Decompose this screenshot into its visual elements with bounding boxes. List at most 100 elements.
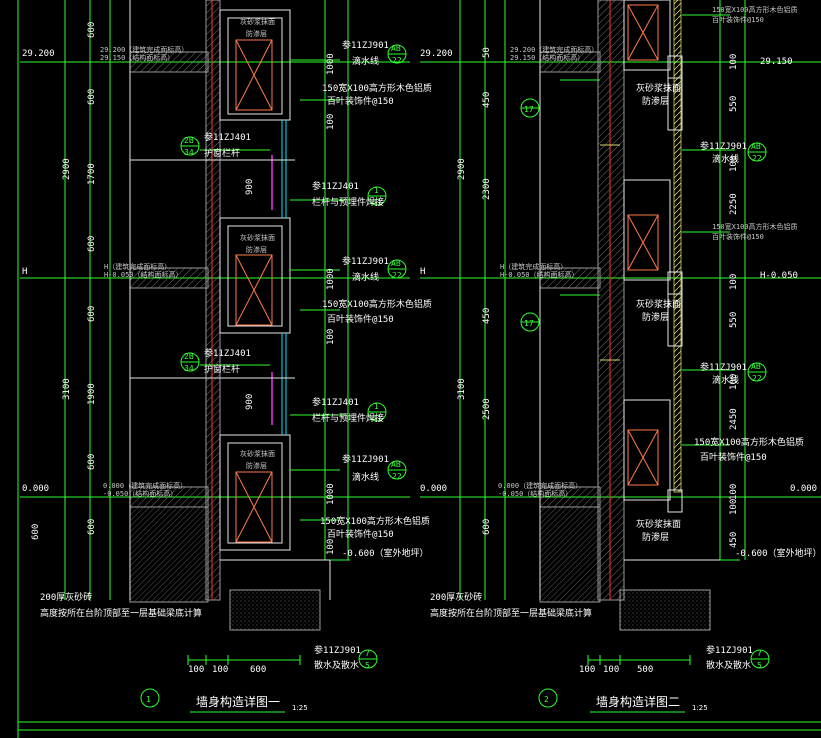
level-outdoor-1: -0.600（室外地坪）: [342, 547, 429, 559]
d2-waterproof-3: 防渗层: [642, 531, 669, 543]
ref-symbols: [140, 44, 770, 713]
d1-std-j401-2: 参11ZJ401: [312, 396, 359, 408]
level-outdoor-2: -0.600（室外地坪）: [735, 547, 821, 559]
d2-ref-ab-2: AB: [751, 362, 761, 371]
level-note-mid-4: H-0.050（结构面标高）: [500, 270, 579, 279]
d2-dim-a1: 50: [482, 47, 492, 58]
level-mid-right: H: [420, 267, 425, 277]
d1-ref-7-sheet: 5: [365, 661, 370, 670]
d1-ref-ab-sheet-2: 22: [392, 271, 402, 280]
d1-waterproof-1: 防渗层: [246, 29, 267, 38]
d1-std-j901-3: 参11ZJ901: [342, 453, 389, 465]
d2-ref-17-1: 17: [524, 105, 534, 114]
d2-dim-a2: 450: [482, 92, 492, 108]
d1-mortar-2: 灰砂浆抹面: [240, 233, 275, 242]
d2-ref-7-sheet: 5: [757, 661, 762, 670]
d1-std-j901-2: 参11ZJ901: [342, 255, 389, 267]
d2-louver-2a: 150宽X100高方形木色铝质: [712, 222, 798, 231]
d1-ref-1b: 1: [374, 402, 379, 411]
level-note-upper-1: 29.200（建筑完成面标高）: [100, 45, 188, 54]
d2-drip-2: 滴水线: [712, 374, 739, 386]
d1-dim-a6: 600: [87, 519, 97, 535]
d2-std-j901-3: 参11ZJ901: [706, 644, 753, 656]
d1-dim-b1: 1700: [87, 163, 97, 185]
level-note-mid-2: H-0.050（结构面标高）: [104, 270, 183, 279]
d1-std-j401-3: 参11ZJ401: [204, 131, 251, 143]
d2-mortar-1: 灰砂浆抹面: [636, 82, 681, 94]
d2-drip-1: 滴水线: [712, 153, 739, 165]
d1-dim-c2: 100: [326, 114, 336, 130]
d2-hdim-3: 500: [637, 665, 653, 675]
level-top-left: 29.200: [22, 49, 55, 59]
d2-std-j901-2: 参11ZJ901: [700, 361, 747, 373]
d1-ref-ab-sheet-1: 22: [392, 56, 402, 65]
d2-dim-r9: 100: [729, 484, 739, 500]
d1-std-j401-1: 参11ZJ401: [312, 180, 359, 192]
d1-std-j901-4: 参11ZJ901: [314, 644, 361, 656]
d1-scale: 1:25: [292, 704, 308, 712]
d1-louver-2b: 百叶装饰件@150: [327, 313, 394, 325]
d1-ref-2b-sheet-1: 34: [184, 148, 194, 157]
level-note-floor-4: -0.050（结构面标高）: [498, 489, 572, 498]
d1-mortar-1: 灰砂浆抹面: [240, 17, 275, 26]
d1-dim-c3: 1000: [326, 268, 336, 290]
d1-louver-3b: 百叶装饰件@150: [327, 528, 394, 540]
d2-dim-r5: 100: [729, 274, 739, 290]
d1-dim-d2: 900: [245, 394, 255, 410]
detail-1-dimensions: 600 600 600 600 600 600 1700 1900 2900 3…: [31, 22, 336, 675]
level-top-far-right: 29.150: [760, 57, 793, 67]
d2-louver-1a: 150宽X100高方形木色铝质: [712, 5, 798, 14]
detail-1-callouts: AB 22 AB 22 AB 22 1 41 1 41 2B 34 2B 34 …: [40, 17, 432, 712]
d1-rail-1: 栏杆与预埋件焊接: [312, 196, 384, 208]
d1-base-1: 200厚灰砂砖: [40, 591, 92, 603]
level-floor-right: 0.000: [420, 484, 447, 494]
d2-ref-17-2: 17: [524, 319, 534, 328]
d1-dim-a4: 600: [87, 306, 97, 322]
d1-dim-total-1: 2900: [62, 158, 72, 180]
level-mid-far-right: H-0.050: [760, 271, 798, 281]
detail-1-wall-section: [20, 0, 410, 665]
d1-ref-ab-sheet-3: 22: [392, 472, 402, 481]
d2-title: 墙身构造详图二: [596, 694, 680, 709]
d1-waterproof-2: 防渗层: [246, 245, 267, 254]
detail-2-dimensions: 50 450 450 600 2300 2500 2900 3100 100 5…: [457, 47, 739, 675]
level-note-upper-3: 29.200（建筑完成面标高）: [510, 45, 598, 54]
d2-dim-r8: 2450: [729, 408, 739, 430]
d1-title: 墙身构造详图一: [196, 694, 280, 709]
d1-drip-1: 滴水线: [352, 55, 379, 67]
d1-guard-2: 护窗栏杆: [204, 363, 240, 375]
level-note-mid-1: H（建筑完成面标高）: [104, 262, 171, 271]
d2-hdim-2: 100: [603, 665, 619, 675]
d2-base-1: 200厚灰砂砖: [430, 591, 482, 603]
d2-mortar-3: 灰砂浆抹面: [636, 518, 681, 530]
level-floor-far-right: 0.000: [790, 484, 817, 494]
level-note-floor-3: 0.000（建筑完成面标高）: [498, 481, 582, 490]
d2-number: 2: [544, 695, 549, 704]
d1-ref-2b-2: 2B: [184, 352, 194, 361]
level-note-upper-4: 29.150（结构面标高）: [510, 53, 584, 62]
d2-dim-r11: 450: [729, 532, 739, 548]
d2-ref-ab-sheet-2: 22: [752, 374, 762, 383]
level-note-floor-2: -0.050（结构面标高）: [103, 489, 177, 498]
level-top-right: 29.200: [420, 49, 453, 59]
level-floor-left: 0.000: [22, 484, 49, 494]
d1-drip-3: 滴水线: [352, 471, 379, 483]
d2-louver-3b: 百叶装饰件@150: [700, 451, 767, 463]
detail-2-wall-section: [420, 0, 821, 665]
d2-std-j901-1: 参11ZJ901: [700, 140, 747, 152]
d2-louver-1b: 百叶装饰件@150: [712, 15, 764, 24]
d1-dim-c1: 1000: [326, 53, 336, 75]
d1-dim-base-left: 600: [31, 524, 41, 540]
d1-dim-a2: 600: [87, 89, 97, 105]
d1-ref-1a-sheet: 41: [372, 198, 382, 207]
d1-std-j401-4: 参11ZJ401: [204, 347, 251, 359]
drawing-frame: [17, 0, 821, 738]
d1-dim-c4: 100: [326, 329, 336, 345]
d1-std-j901-1: 参11ZJ901: [342, 39, 389, 51]
d1-number: 1: [146, 695, 151, 704]
d2-dim-b2: 2500: [482, 398, 492, 420]
d1-ref-2b-1: 2B: [184, 136, 194, 145]
d2-dim-r2: 550: [729, 96, 739, 112]
d1-ref-ab-1: AB: [391, 44, 401, 53]
